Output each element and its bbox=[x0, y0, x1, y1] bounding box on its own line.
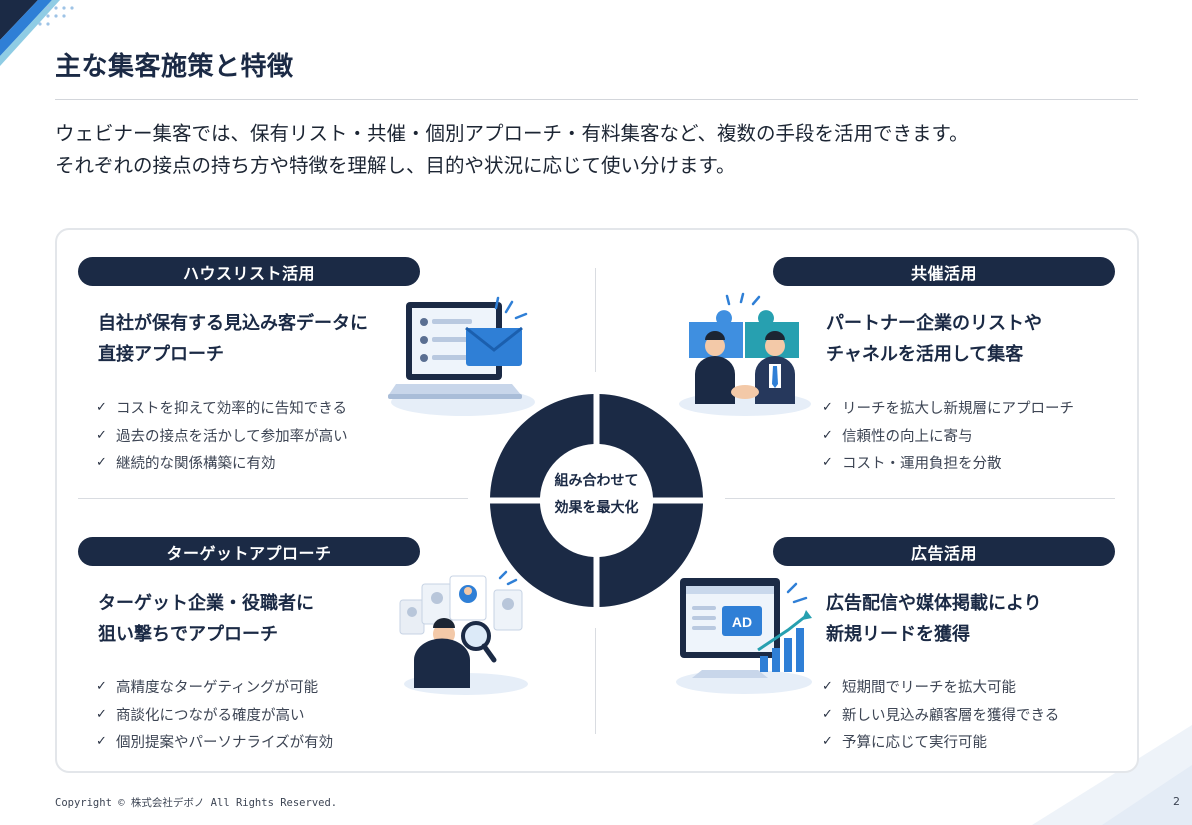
target-approach-points: ✓高精度なターゲティングが可能 ✓商談化につながる確度が高い ✓個別提案やパーソ… bbox=[96, 673, 333, 756]
check-icon: ✓ bbox=[96, 679, 107, 695]
target-approach-label: ターゲットアプローチ bbox=[78, 537, 420, 566]
list-item: ✓継続的な関係構築に有効 bbox=[96, 455, 276, 473]
ads-headline: 広告配信や媒体掲載により 新規リードを獲得 bbox=[826, 593, 1042, 645]
center-ring-label: 組み合わせて 効果を最大化 bbox=[554, 473, 639, 516]
ads-label: 広告活用 bbox=[773, 537, 1115, 566]
list-item: ✓予算に応じて実行可能 bbox=[822, 734, 987, 752]
magnifier-profile-icon bbox=[399, 570, 528, 695]
page-number: 2 bbox=[1173, 795, 1180, 808]
list-item: ✓コストを抑えて効率的に告知できる bbox=[96, 400, 347, 418]
ring-segment-top-right bbox=[599, 394, 703, 498]
handshake-puzzle-icon bbox=[679, 292, 811, 416]
check-icon: ✓ bbox=[96, 706, 107, 722]
ring-segment-top-left bbox=[490, 394, 594, 498]
cohost-points: ✓リーチを拡大し新規層にアプローチ ✓信頼性の向上に寄与 ✓コスト・運用負担を分… bbox=[822, 394, 1074, 477]
divider-vertical-top bbox=[595, 268, 596, 372]
ad-growth-chart-icon: AD bbox=[676, 578, 812, 694]
intro-line-2: それぞれの接点の持ち方や特徴を理解し、目的や状況に応じて使い分けます。 bbox=[55, 154, 736, 177]
divider-horizontal-right bbox=[725, 498, 1115, 499]
cohost-label: 共催活用 bbox=[773, 257, 1115, 286]
house-list-headline: 自社が保有する見込み客データに 直接アプローチ bbox=[98, 313, 368, 365]
list-item: ✓コスト・運用負担を分散 bbox=[822, 455, 1002, 473]
list-item: ✓新しい見込み顧客層を獲得できる bbox=[822, 706, 1060, 724]
check-icon: ✓ bbox=[822, 734, 833, 750]
check-icon: ✓ bbox=[822, 400, 833, 416]
list-item: ✓リーチを拡大し新規層にアプローチ bbox=[822, 400, 1074, 418]
title-divider bbox=[55, 99, 1138, 100]
list-item: ✓個別提案やパーソナライズが有効 bbox=[96, 734, 334, 752]
list-item: ✓高精度なターゲティングが可能 bbox=[96, 679, 319, 697]
intro-text: ウェビナー集客では、保有リスト・共催・個別アプローチ・有料集客など、複数の手段を… bbox=[55, 118, 1145, 182]
check-icon: ✓ bbox=[96, 400, 107, 416]
check-icon: ✓ bbox=[96, 455, 107, 471]
list-item: ✓信頼性の向上に寄与 bbox=[822, 427, 973, 445]
list-item: ✓短期間でリーチを拡大可能 bbox=[822, 679, 1016, 697]
divider-vertical-bottom bbox=[595, 628, 596, 734]
house-list-points: ✓コストを抑えて効率的に告知できる ✓過去の接点を活かして参加率が高い ✓継続的… bbox=[96, 394, 348, 477]
corner-decoration-bottom-right bbox=[1032, 725, 1192, 825]
ring-segment-bottom-right bbox=[599, 503, 703, 607]
check-icon: ✓ bbox=[822, 679, 833, 695]
target-approach-headline: ターゲット企業・役職者に 狙い撃ちでアプローチ bbox=[98, 593, 314, 645]
house-list-label: ハウスリスト活用 bbox=[78, 257, 420, 286]
intro-line-1: ウェビナー集客では、保有リスト・共催・個別アプローチ・有料集客など、複数の手段を… bbox=[55, 122, 969, 145]
list-item: ✓商談化につながる確度が高い bbox=[96, 706, 305, 724]
page-title: 主な集客施策と特徴 bbox=[55, 52, 294, 82]
ad-icon-text: AD bbox=[732, 614, 752, 630]
center-ring-diagram bbox=[490, 394, 703, 607]
divider-horizontal-left bbox=[78, 498, 468, 499]
list-item: ✓過去の接点を活かして参加率が高い bbox=[96, 427, 348, 445]
check-icon: ✓ bbox=[96, 734, 107, 750]
strategy-panel bbox=[55, 228, 1139, 773]
copyright-footer: Copyright © 株式会社デボノ All Rights Reserved. bbox=[55, 797, 338, 809]
ring-segment-bottom-left bbox=[490, 503, 594, 607]
check-icon: ✓ bbox=[96, 427, 107, 443]
laptop-mail-icon bbox=[388, 296, 535, 416]
corner-decoration-top-left bbox=[0, 0, 74, 66]
check-icon: ✓ bbox=[822, 427, 833, 443]
cohost-headline: パートナー企業のリストや チャネルを活用して集客 bbox=[826, 313, 1042, 365]
check-icon: ✓ bbox=[822, 706, 833, 722]
check-icon: ✓ bbox=[822, 455, 833, 471]
ads-points: ✓短期間でリーチを拡大可能 ✓新しい見込み顧客層を獲得できる ✓予算に応じて実行… bbox=[822, 673, 1059, 756]
